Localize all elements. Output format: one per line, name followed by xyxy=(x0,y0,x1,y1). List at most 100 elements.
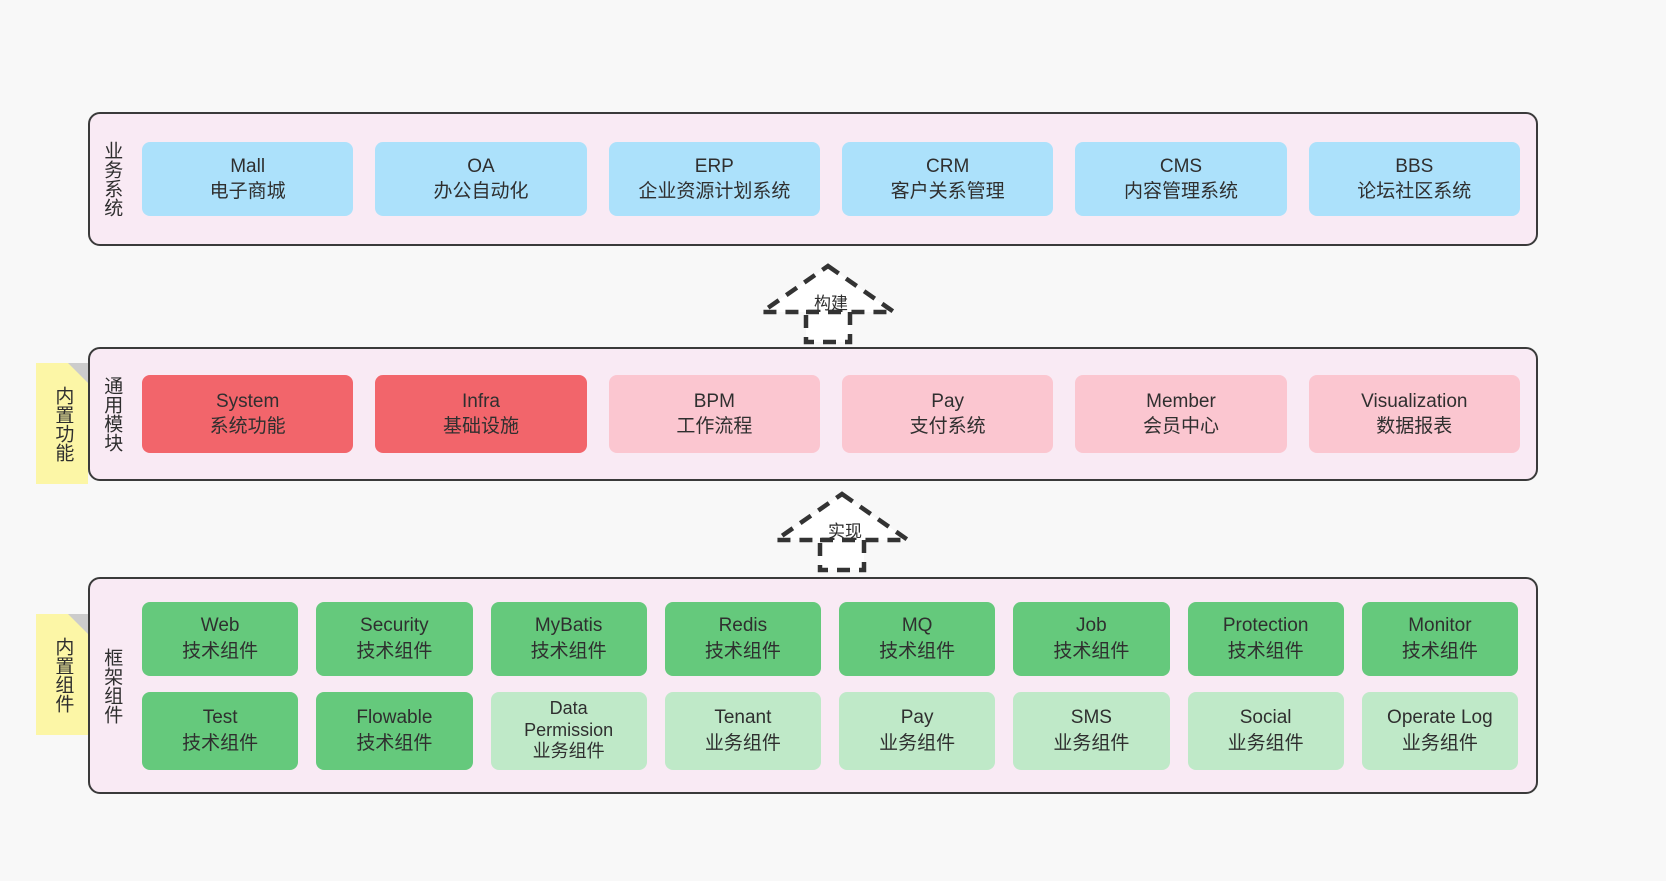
note-text: 内置功能 xyxy=(52,385,74,462)
arrow-build-glyph xyxy=(754,263,902,345)
card-subtitle: 工作流程 xyxy=(676,416,753,437)
note-builtin-components: 内置组件 xyxy=(36,614,88,735)
card-redis[interactable]: Redis 技术组件 xyxy=(664,601,821,676)
card-title: Social xyxy=(1239,707,1292,729)
layer-common-modules: 通用模块 System 系统功能 Infra 基础设施 BPM 工作流程 Pay… xyxy=(88,347,1538,481)
card-operate-log[interactable]: Operate Log 业务组件 xyxy=(1361,691,1518,770)
card-row: Test 技术组件 Flowable 技术组件 Data Permission … xyxy=(142,691,1518,770)
card-subtitle: 技术组件 xyxy=(879,640,956,662)
arrow-build: 构建 xyxy=(754,262,902,345)
card-subtitle: 内容管理系统 xyxy=(1123,181,1238,202)
arrow-implement-glyph xyxy=(768,491,916,573)
card-row: System 系统功能 Infra 基础设施 BPM 工作流程 Pay 支付系统… xyxy=(142,375,1520,453)
card-member[interactable]: Member 会员中心 xyxy=(1075,375,1287,453)
card-title: Pay xyxy=(900,707,934,729)
generalization-triangle-icon xyxy=(754,263,902,315)
card-subtitle: 基础设施 xyxy=(442,416,519,437)
arrow-implement-label: 实现 xyxy=(828,522,862,541)
card-subtitle: 客户关系管理 xyxy=(890,181,1005,202)
card-subtitle: 技术组件 xyxy=(182,732,259,754)
card-subtitle: 技术组件 xyxy=(704,640,781,662)
card-subtitle: 技术组件 xyxy=(1227,640,1304,662)
card-subtitle: 系统功能 xyxy=(209,416,286,437)
card-title: Data xyxy=(549,698,588,719)
card-title: Protection xyxy=(1222,615,1309,637)
card-title: Flowable xyxy=(356,707,433,729)
card-subtitle: 技术组件 xyxy=(356,732,433,754)
card-pay-module[interactable]: Pay 支付系统 xyxy=(841,375,1054,453)
card-bpm[interactable]: BPM 工作流程 xyxy=(608,375,820,453)
card-erp[interactable]: ERP 企业资源计划系统 xyxy=(608,142,820,216)
generalization-triangle-icon xyxy=(768,491,916,543)
card-mq[interactable]: MQ 技术组件 xyxy=(839,601,996,676)
card-subtitle: 业务组件 xyxy=(532,741,605,762)
card-title: Infra xyxy=(461,390,500,412)
card-title: Monitor xyxy=(1408,615,1472,637)
card-visualization[interactable]: Visualization 数据报表 xyxy=(1308,375,1520,453)
card-title: BBS xyxy=(1395,155,1434,177)
card-subtitle: 业务组件 xyxy=(879,732,956,754)
card-monitor[interactable]: Monitor 技术组件 xyxy=(1361,601,1518,676)
card-subtitle: 会员中心 xyxy=(1142,416,1219,437)
card-crm[interactable]: CRM 客户关系管理 xyxy=(841,142,1054,216)
card-title: MQ xyxy=(901,615,933,637)
arrow-shaft-icon xyxy=(817,537,867,573)
card-cms[interactable]: CMS 内容管理系统 xyxy=(1075,142,1287,216)
card-subtitle: 业务组件 xyxy=(704,732,781,754)
card-pay-component[interactable]: Pay 业务组件 xyxy=(839,691,996,770)
card-web[interactable]: Web 技术组件 xyxy=(142,601,299,676)
card-system[interactable]: System 系统功能 xyxy=(142,375,354,453)
layer-body-common-modules: System 系统功能 Infra 基础设施 BPM 工作流程 Pay 支付系统… xyxy=(132,349,1536,479)
card-subtitle: 技术组件 xyxy=(530,640,607,662)
card-title: Redis xyxy=(718,615,768,637)
card-job[interactable]: Job 技术组件 xyxy=(1013,601,1170,676)
arrow-build-label: 构建 xyxy=(814,294,848,313)
note-fold-icon xyxy=(68,363,88,383)
card-data-permission[interactable]: Data Permission 业务组件 xyxy=(490,691,647,770)
layer-business-systems: 业务系统 Mall 电子商城 OA 办公自动化 ERP 企业资源计划系统 CRM… xyxy=(88,112,1538,246)
card-subtitle: 企业资源计划系统 xyxy=(638,181,791,202)
card-title: Operate Log xyxy=(1387,707,1493,729)
card-tenant[interactable]: Tenant 业务组件 xyxy=(664,691,821,770)
note-text: 内置组件 xyxy=(52,636,74,713)
card-title: BPM xyxy=(693,390,735,412)
card-title: Mall xyxy=(230,155,266,177)
card-infra[interactable]: Infra 基础设施 xyxy=(375,375,587,453)
card-subtitle: 办公自动化 xyxy=(433,181,529,202)
card-mybatis[interactable]: MyBatis 技术组件 xyxy=(490,601,647,676)
card-subtitle: 支付系统 xyxy=(909,416,986,437)
card-protection[interactable]: Protection 技术组件 xyxy=(1187,601,1344,676)
card-social[interactable]: Social 业务组件 xyxy=(1187,691,1344,770)
card-security[interactable]: Security 技术组件 xyxy=(316,601,473,676)
card-sms[interactable]: SMS 业务组件 xyxy=(1013,691,1170,770)
card-subtitle: 技术组件 xyxy=(356,640,433,662)
card-title: OA xyxy=(467,155,495,177)
card-title: Pay xyxy=(931,390,965,412)
layer-title-framework-components: 框架组件 xyxy=(101,647,123,724)
card-title: Security xyxy=(360,615,429,637)
note-builtin-functions: 内置功能 xyxy=(36,363,88,484)
layer-title-business-systems: 业务系统 xyxy=(101,141,123,217)
layer-framework-components: 框架组件 Web 技术组件 Security 技术组件 MyBatis 技术组件… xyxy=(88,577,1538,794)
card-flowable[interactable]: Flowable 技术组件 xyxy=(316,691,473,770)
arrow-implement: 实现 xyxy=(768,490,916,573)
layer-body-framework-components: Web 技术组件 Security 技术组件 MyBatis 技术组件 Redi… xyxy=(132,579,1536,792)
card-subtitle: 业务组件 xyxy=(1401,732,1478,754)
arrow-shaft-icon xyxy=(803,309,853,345)
card-subtitle: 电子商城 xyxy=(209,181,286,202)
card-subtitle: 论坛社区系统 xyxy=(1357,181,1472,202)
card-title: CRM xyxy=(926,155,970,177)
card-row: Mall 电子商城 OA 办公自动化 ERP 企业资源计划系统 CRM 客户关系… xyxy=(142,142,1520,216)
card-mall[interactable]: Mall 电子商城 xyxy=(142,142,354,216)
card-subtitle: 数据报表 xyxy=(1376,416,1453,437)
card-subtitle: 业务组件 xyxy=(1053,732,1130,754)
note-fold-icon xyxy=(68,614,88,634)
card-oa[interactable]: OA 办公自动化 xyxy=(375,142,587,216)
card-test[interactable]: Test 技术组件 xyxy=(142,691,299,770)
layer-title-common-modules: 通用模块 xyxy=(101,376,123,452)
card-bbs[interactable]: BBS 论坛社区系统 xyxy=(1308,142,1520,216)
card-title: System xyxy=(215,390,280,412)
card-title: MyBatis xyxy=(534,615,603,637)
card-title: ERP xyxy=(694,155,734,177)
